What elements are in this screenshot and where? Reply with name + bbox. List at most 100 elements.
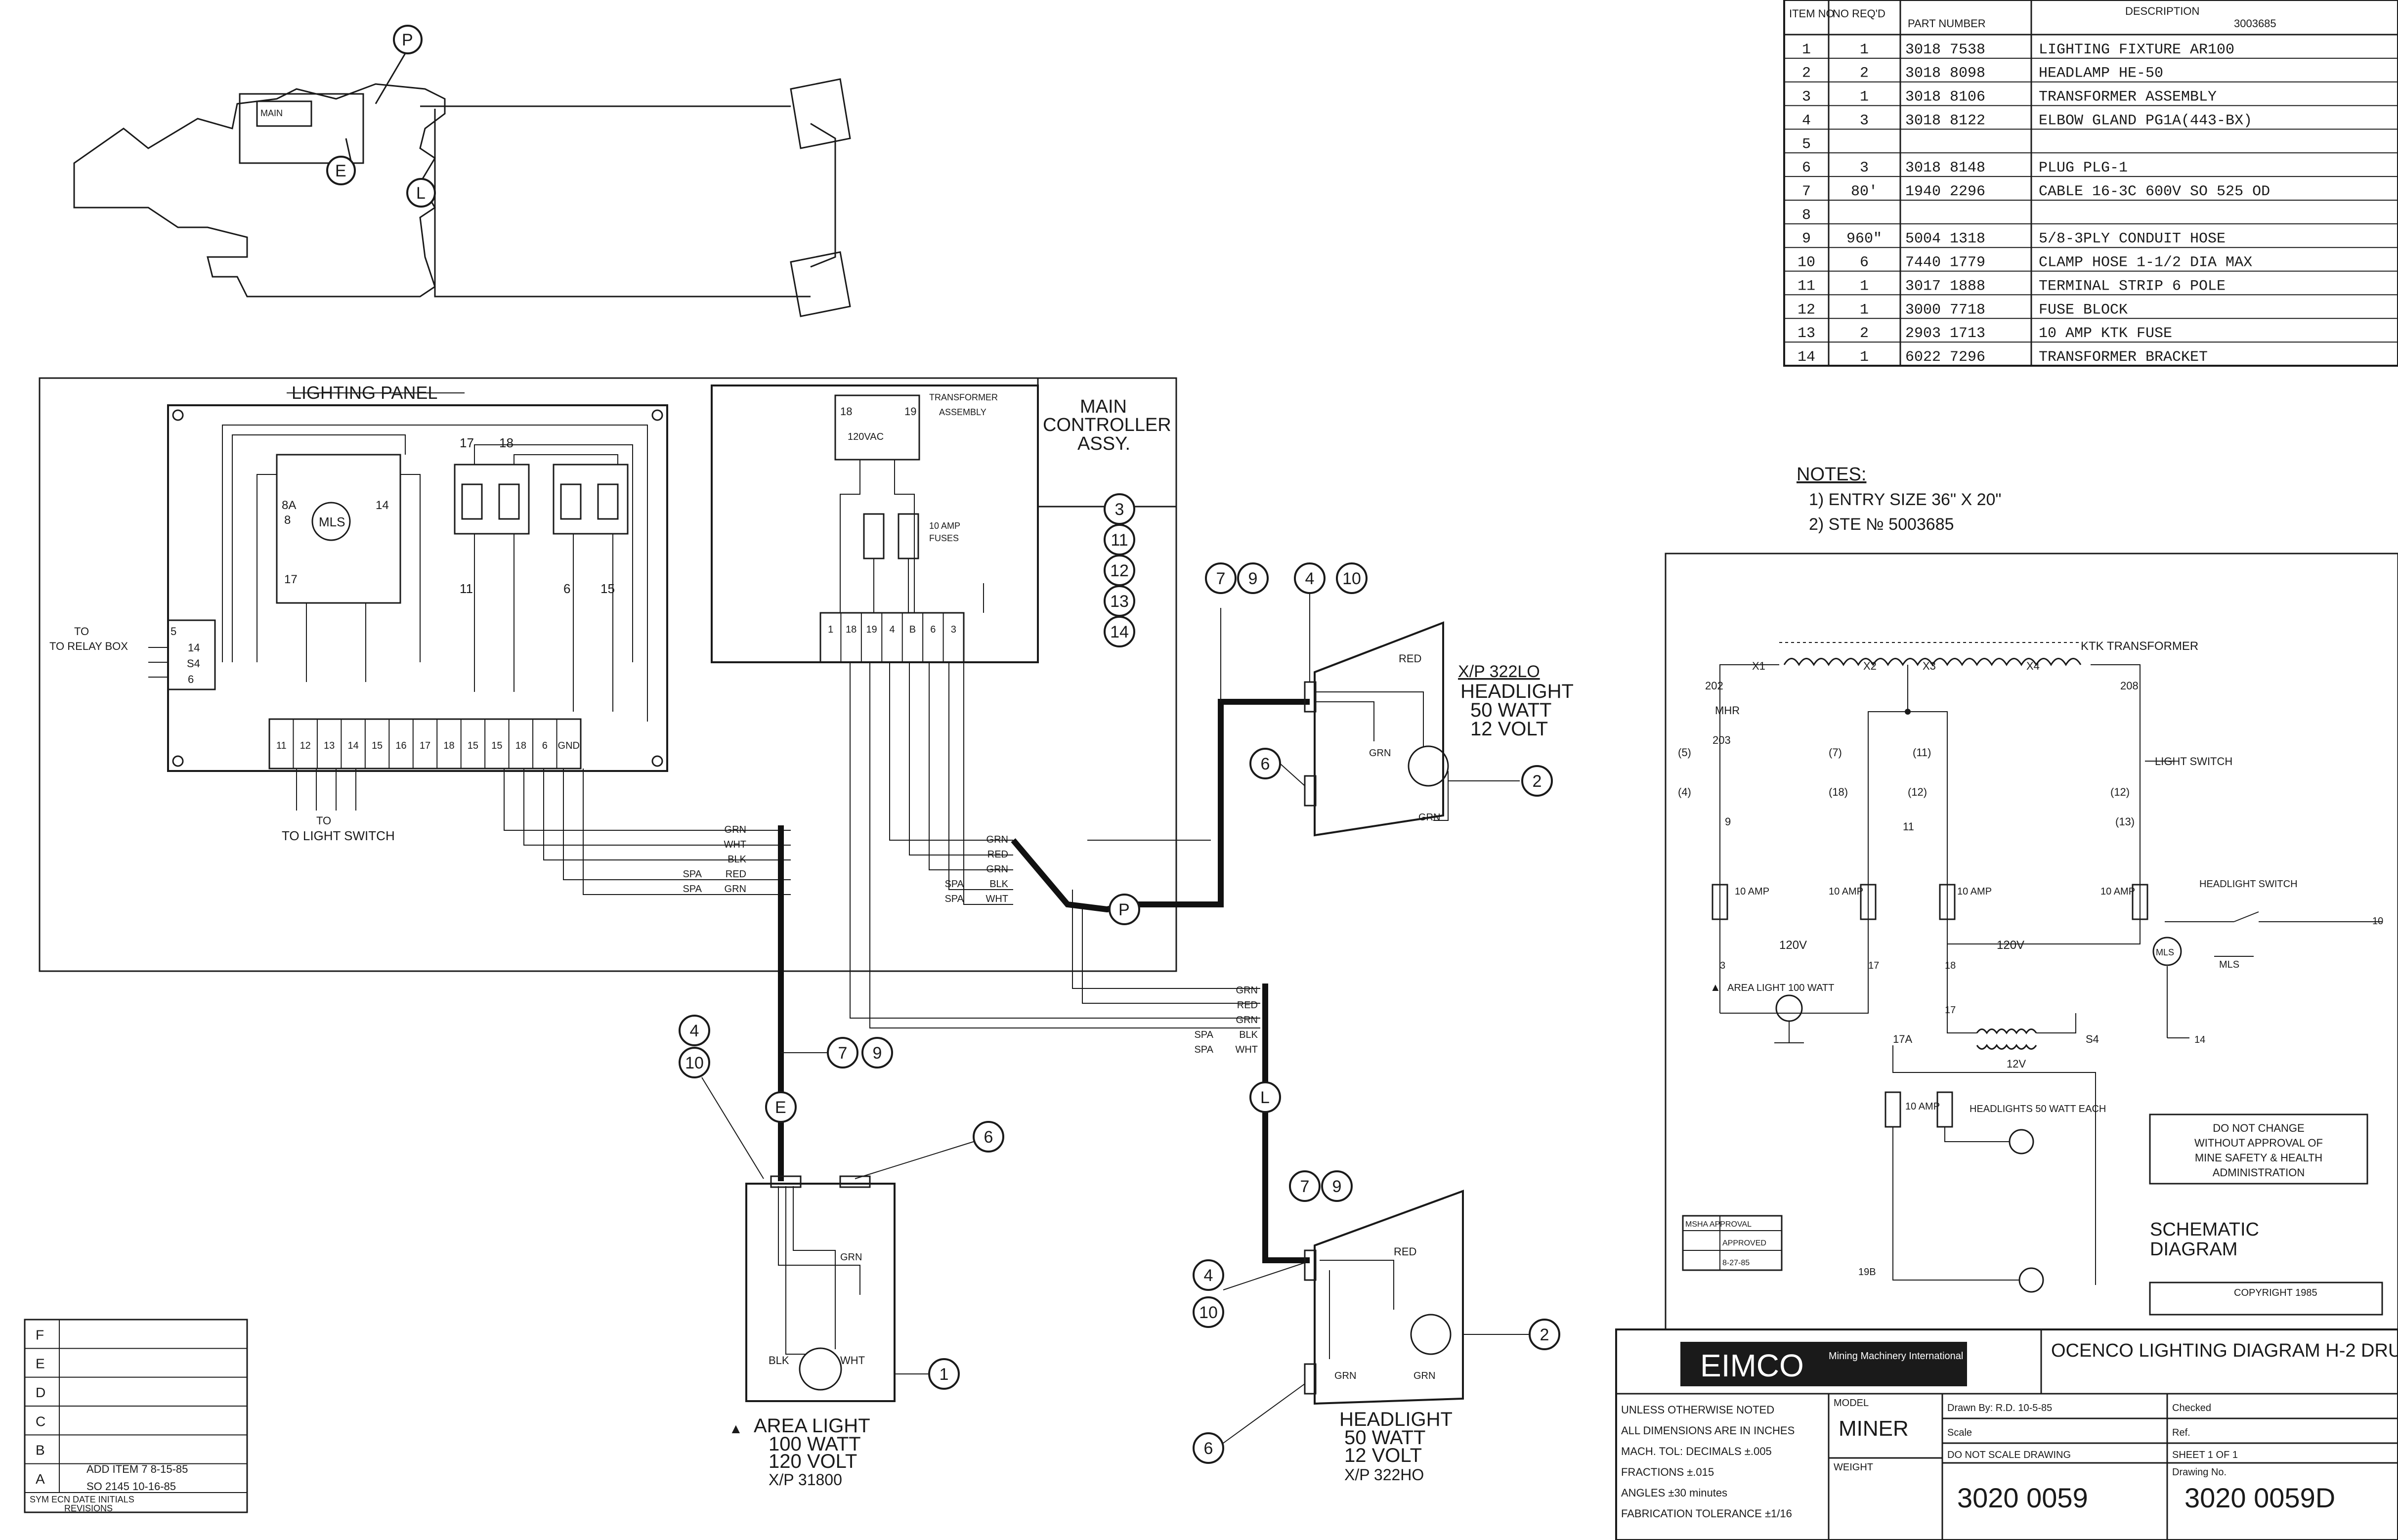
svg-text:17: 17 bbox=[460, 435, 474, 450]
parts-table-header-desc: DESCRIPTION bbox=[2125, 5, 2199, 17]
svg-text:WEIGHT: WEIGHT bbox=[1834, 1462, 1873, 1473]
parts-cell: LIGHTING FIXTURE AR100 bbox=[2039, 42, 2234, 58]
svg-text:Scale: Scale bbox=[1947, 1427, 1972, 1438]
svg-text:4: 4 bbox=[1305, 569, 1315, 588]
svg-text:RED: RED bbox=[1399, 652, 1421, 665]
fuse-block-left: 17 18 11 bbox=[454, 435, 530, 596]
svg-text:Ref.: Ref. bbox=[2172, 1427, 2190, 1438]
controller-terminal-label: 1 bbox=[828, 624, 833, 635]
area-light-line3: 120 VOLT bbox=[769, 1451, 857, 1472]
area-light-model: X/P 31800 bbox=[769, 1471, 842, 1489]
connection-point-e: E bbox=[765, 1091, 797, 1123]
terminal-label: 13 bbox=[324, 740, 335, 751]
svg-text:E: E bbox=[775, 1098, 786, 1117]
revision-letter: F bbox=[36, 1327, 44, 1342]
wire-spa-label: SPA bbox=[1194, 1044, 1213, 1055]
title-note-line: UNLESS OTHERWISE NOTED bbox=[1621, 1404, 1774, 1416]
machine-outline: MAIN bbox=[73, 78, 851, 317]
svg-text:6: 6 bbox=[1204, 1439, 1213, 1458]
svg-text:GRN: GRN bbox=[1334, 1370, 1356, 1381]
svg-text:6: 6 bbox=[1261, 755, 1270, 773]
svg-text:17: 17 bbox=[284, 573, 298, 586]
wire-spa-label: SPA bbox=[683, 884, 702, 895]
svg-text:E: E bbox=[335, 162, 346, 180]
headlight-lower-line2: 50 WATT bbox=[1344, 1427, 1425, 1449]
terminal-label: 17 bbox=[420, 740, 430, 751]
parts-cell: 2 bbox=[1860, 65, 1869, 82]
transformer-assembly-label: TRANSFORMER bbox=[929, 392, 998, 402]
wire-label: BLK bbox=[728, 854, 746, 865]
headlight-upper-callout-6: 6 bbox=[1249, 748, 1281, 779]
parts-cell: 3000 7718 bbox=[1905, 301, 1985, 318]
wire-label: GRN bbox=[986, 864, 1008, 875]
machine-callout-e: E bbox=[326, 138, 356, 185]
relay-box-terminals: 5 14 S4 6 TO TO RELAY BOX bbox=[49, 619, 216, 690]
area-light-line2: 100 WATT bbox=[769, 1433, 861, 1455]
svg-text:(7): (7) bbox=[1829, 746, 1842, 759]
svg-text:(13): (13) bbox=[2115, 815, 2135, 828]
svg-text:GRN: GRN bbox=[1413, 1370, 1435, 1381]
svg-text:RED: RED bbox=[1394, 1245, 1416, 1258]
parts-cell: 80' bbox=[1851, 183, 1878, 200]
controller-title-2: CONTROLLER bbox=[1043, 415, 1171, 435]
controller-callout-11: 11 bbox=[1104, 524, 1135, 556]
svg-text:WHT: WHT bbox=[840, 1354, 865, 1367]
notes-line-1: 1) ENTRY SIZE 36" X 20" bbox=[1809, 490, 2002, 509]
headlight-lower-callout-2: 2 bbox=[1529, 1319, 1560, 1350]
area-light-callout-9: 9 bbox=[861, 1037, 893, 1069]
area-light-callout-7: 7 bbox=[827, 1037, 858, 1069]
machine-callout-p: P bbox=[375, 25, 423, 104]
to-relay-box-label: TO bbox=[74, 625, 89, 638]
headlight-lower-callout-4: 4 bbox=[1193, 1259, 1224, 1291]
copyright: COPYRIGHT 1985 bbox=[2234, 1287, 2317, 1298]
svg-text:6: 6 bbox=[563, 581, 570, 596]
wire-spa-label: SPA bbox=[683, 869, 702, 880]
title-note-line: ANGLES ±30 minutes bbox=[1621, 1487, 1727, 1499]
svg-text:GRN: GRN bbox=[1418, 812, 1440, 823]
schematic-diagram: KTK TRANSFORMER X1 X2 X3 X4 202 MHR 203 … bbox=[1665, 553, 2398, 1330]
transformer-assembly-label-2: ASSEMBLY bbox=[939, 407, 986, 417]
revision-letter: D bbox=[36, 1385, 45, 1400]
fuse-label-1: 10 AMP bbox=[929, 521, 960, 531]
parts-cell: 11 bbox=[1798, 278, 1815, 295]
parts-cell: 1 bbox=[1860, 278, 1869, 295]
parts-cell: 7 bbox=[1802, 183, 1811, 200]
svg-text:SHEET 1 OF 1: SHEET 1 OF 1 bbox=[2172, 1450, 2238, 1460]
parts-cell: 1940 2296 bbox=[1905, 183, 1985, 200]
headlight-lower-callout-6: 6 bbox=[1193, 1432, 1224, 1464]
svg-text:10 AMP: 10 AMP bbox=[2100, 886, 2135, 897]
parts-cell: 7440 1779 bbox=[1905, 255, 1985, 271]
svg-text:8-27-85: 8-27-85 bbox=[1722, 1259, 1750, 1267]
svg-text:MHR: MHR bbox=[1715, 704, 1740, 717]
parts-cell: 3017 1888 bbox=[1905, 278, 1985, 295]
relay-mls: MLS 8A 8 17 14 bbox=[276, 454, 401, 604]
area-light-callout-4: 4 bbox=[679, 1015, 710, 1046]
terminal-label: 15 bbox=[372, 740, 383, 751]
svg-text:7: 7 bbox=[838, 1044, 848, 1063]
revision-a: SO 2145 10-16-85 bbox=[86, 1480, 176, 1493]
to-light-switch-label: TO LIGHT SWITCH bbox=[282, 828, 395, 843]
parts-cell: 13 bbox=[1798, 325, 1815, 342]
parts-cell: CLAMP HOSE 1-1/2 DIA MAX bbox=[2039, 255, 2252, 271]
svg-text:MLS: MLS bbox=[2156, 947, 2174, 957]
headlight-lower-callout-7: 7 bbox=[1289, 1170, 1321, 1202]
svg-text:(5): (5) bbox=[1678, 746, 1691, 759]
warning-line: MINE SAFETY & HEALTH bbox=[2195, 1152, 2322, 1164]
controller-terminal-label: B bbox=[909, 624, 916, 635]
parts-cell: 2903 1713 bbox=[1905, 325, 1985, 342]
parts-table-header-part: PART NUMBER bbox=[1908, 17, 1986, 30]
svg-text:3: 3 bbox=[1115, 500, 1124, 519]
headlight-lower: RED GRN GRN HEADLIGHT 50 WATT 12 VOLT X/… bbox=[1304, 1190, 1530, 1484]
parts-cell: PLUG PLG-1 bbox=[2039, 160, 2128, 176]
parts-cell: 3 bbox=[1802, 89, 1811, 106]
parts-cell: 9 bbox=[1802, 231, 1811, 248]
main-controller: MAIN CONTROLLER ASSY. 18 19 120VAC TRANS… bbox=[711, 377, 1177, 663]
controller-terminal-label: 4 bbox=[889, 624, 895, 635]
wire-spa-label: SPA bbox=[1194, 1029, 1213, 1040]
warning-line: WITHOUT APPROVAL OF bbox=[2194, 1137, 2323, 1149]
parts-cell: 2 bbox=[1860, 325, 1869, 342]
parts-cell: 10 AMP KTK FUSE bbox=[2039, 325, 2172, 342]
area-light-line1: AREA LIGHT bbox=[754, 1415, 870, 1437]
fuse-block-right: 6 15 bbox=[553, 464, 629, 596]
